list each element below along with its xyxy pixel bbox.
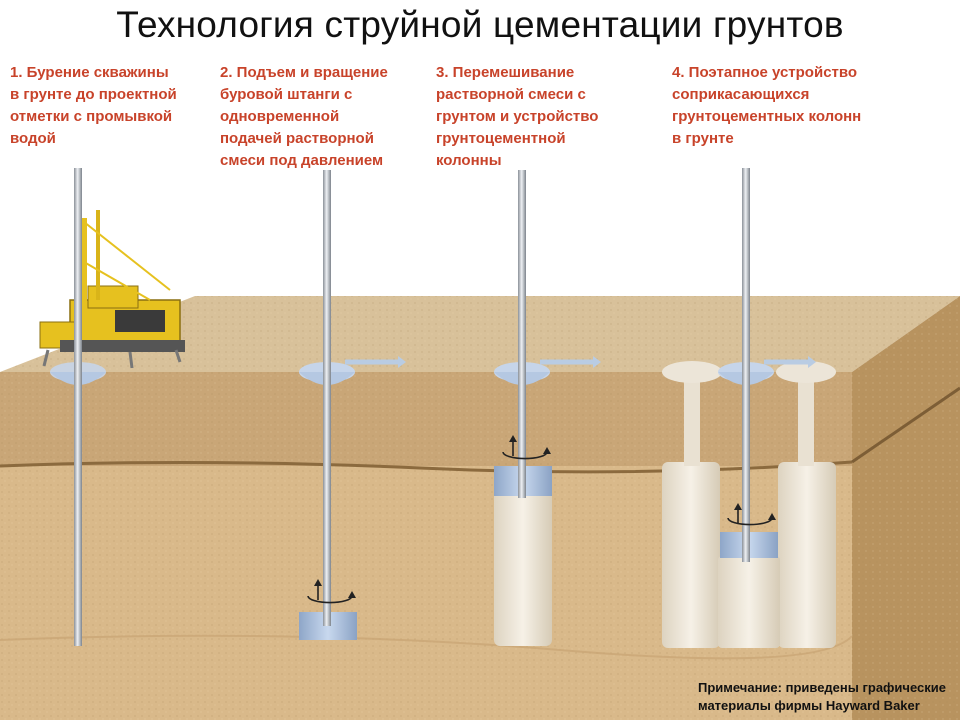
column-neck-right (798, 380, 814, 466)
step-4-columns (662, 168, 836, 648)
step-1-borehole (50, 168, 106, 646)
rotation-arrow-icon (307, 595, 353, 604)
rotation-arrow-icon (727, 517, 773, 526)
step-2-jetting (299, 170, 406, 640)
soilcrete-column-right (778, 462, 836, 648)
drilling-rig (39, 210, 185, 369)
source-note: Примечание: приведены графические матери… (698, 680, 946, 713)
page-title: Технология струйной цементации грунтов (116, 4, 844, 45)
step-3-column (494, 170, 601, 646)
step-4-caption: 4. Поэтапное устройство соприкасающихся … (672, 64, 862, 147)
drill-rod-1 (74, 168, 82, 646)
soil-block (0, 296, 960, 720)
soilcrete-column-1 (494, 480, 552, 646)
step-2-caption: 2. Подъем и вращение буровой штанги с од… (220, 64, 388, 169)
rotation-arrow-icon (502, 451, 548, 460)
column-neck-left (684, 380, 700, 466)
soilcrete-column-left (662, 462, 720, 648)
soilcrete-column-middle (718, 556, 780, 648)
ground-surface-texture (0, 296, 960, 372)
step-1-caption: 1. Бурение скважины в грунте до проектно… (10, 64, 177, 147)
drill-rod-2 (323, 170, 331, 626)
step-3-caption: 3. Перемешивание растворной смеси с грун… (436, 64, 599, 169)
drill-rod-4 (742, 168, 750, 562)
drill-rod-3 (518, 170, 526, 498)
